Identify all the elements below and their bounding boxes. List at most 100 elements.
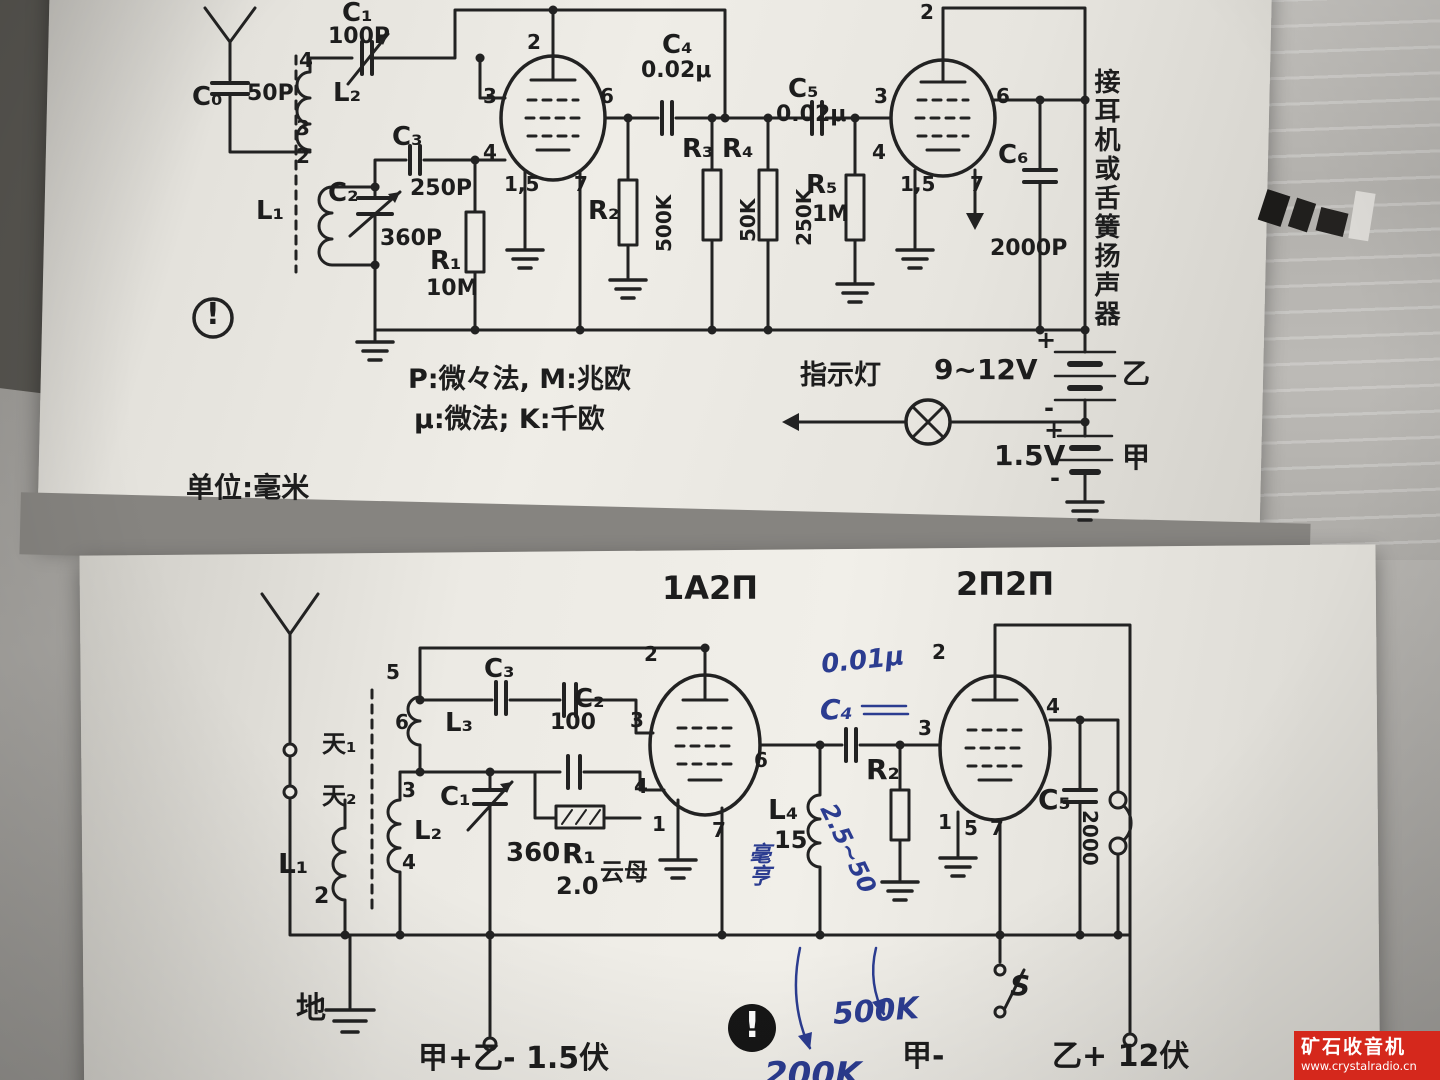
label-r2: R₂ — [588, 196, 620, 226]
label-b-l1: L₁ — [278, 847, 309, 880]
terminal-circles — [282, 742, 1138, 1052]
battery-short-plates — [1067, 361, 1103, 475]
label-battery-b-name: 乙 — [1122, 357, 1151, 390]
tube2-pin6: 6 — [996, 84, 1010, 108]
battery-long-plates — [1053, 350, 1117, 462]
label-b-r2: R₂ — [866, 753, 900, 786]
tube3-name: 1А2П — [662, 569, 759, 607]
coil-pin5: 5 — [386, 660, 400, 684]
tube2-pin2: 2 — [920, 0, 934, 24]
top-ground-symbols — [355, 248, 1105, 522]
headphone-symbol — [1108, 790, 1128, 856]
top-circuit — [192, 5, 1117, 522]
blue-arrowheads — [798, 998, 886, 1050]
label-c1: C₁ — [342, 0, 373, 28]
tube4-pin4: 4 — [1046, 694, 1060, 718]
label-b-r1-value: 2.0 — [556, 872, 599, 900]
label-c1-value: 100P — [328, 24, 391, 49]
units-note-2: μ:微法; K:千欧 — [414, 404, 605, 435]
label-battery-a-name: 甲 — [1122, 441, 1151, 474]
tube3-pin4: 4 — [634, 774, 648, 798]
label-b-c5-value: 2000 — [1078, 810, 1102, 866]
label-r2-value: 500K — [652, 194, 676, 252]
tube4-envelope — [938, 674, 1052, 822]
tube4-pin1: 1 — [938, 810, 952, 834]
watermark-title: 矿石收音机 — [1301, 1036, 1407, 1058]
units-note-1: P:微々法, M:兆欧 — [408, 364, 631, 395]
note-mark-circle — [192, 297, 234, 339]
bottom-arrowheads — [500, 782, 512, 793]
label-b-c1: C₁ — [440, 782, 471, 812]
tube3-pin7: 7 — [712, 818, 726, 842]
label-l1: L₁ — [256, 196, 284, 226]
coil-pin4: 4 — [402, 850, 416, 874]
label-r3: R₃ — [682, 134, 714, 164]
indicator-lamp-symbol — [904, 398, 952, 446]
label-r1-value: 10M — [426, 276, 479, 301]
tube3-pin3: 3 — [630, 708, 644, 732]
tube1-pin2: 2 — [527, 30, 541, 54]
tube1-pin4: 4 — [483, 140, 497, 164]
tube3-pin2: 2 — [644, 642, 658, 666]
label-l2-pin3: 3 — [296, 116, 310, 140]
watermark: 矿石收音机 www.crystalradio.cn — [1294, 1031, 1440, 1080]
label-c0: C₀ — [192, 82, 223, 112]
bottom-ground-symbols — [324, 856, 978, 1034]
tube4-pin5: 5 — [964, 816, 978, 840]
bottom-wires — [260, 592, 1133, 1038]
watermark-url: www.crystalradio.cn — [1301, 1058, 1417, 1073]
label-millihenry: 毫亨 — [745, 842, 770, 886]
tube2-pin3: 3 — [874, 84, 888, 108]
label-l2-pin2: 2 — [296, 144, 310, 168]
label-c5-value: 0.02μ — [776, 102, 847, 127]
figure-mark-dot — [728, 1004, 776, 1052]
tube1-pin6: 6 — [600, 84, 614, 108]
label-ground: 地 — [296, 991, 326, 1026]
label-c3: C₃ — [392, 122, 423, 152]
label-b-c5: C₅ — [1038, 783, 1071, 816]
label-c4: C₄ — [662, 30, 693, 60]
top-resistor-bodies — [464, 168, 866, 274]
label-r1: R₁ — [430, 246, 462, 276]
tube1-pin7: 7 — [574, 172, 588, 196]
bottom-circuit — [260, 592, 1138, 1052]
label-b-l3: L₃ — [445, 708, 473, 738]
label-antenna1: 天₁ — [322, 730, 357, 758]
tube4-pin2: 2 — [932, 640, 946, 664]
blue-pen-annotations — [794, 704, 910, 1050]
label-500k: 500K — [831, 991, 920, 1032]
label-battery-ab: 甲+乙- 1.5伏 — [418, 1041, 610, 1076]
coil-pin2: 2 — [314, 884, 330, 909]
label-antenna2: 天₂ — [322, 782, 357, 810]
tube2-pin7: 7 — [970, 172, 984, 196]
bottom-resistor-hatch — [561, 809, 601, 825]
figure-mark: ! — [744, 1005, 761, 1046]
label-battery-a-minus: 甲- — [902, 1039, 945, 1074]
label-b-c4: C₄ — [820, 693, 853, 726]
label-b-c2-value: 100 — [550, 710, 596, 735]
battery-a-minus: - — [1050, 464, 1060, 492]
tube2-envelope — [889, 58, 997, 178]
bottom-junction-dots — [340, 643, 1123, 940]
label-b-c3: C₃ — [484, 654, 515, 684]
label-c2: C₂ — [328, 178, 359, 208]
bottom-dashed-cores-and-grids — [370, 688, 1026, 914]
label-c0-value: 50P — [247, 81, 294, 106]
label-c6-value: 2000P — [990, 236, 1068, 261]
label-battery-a-voltage: 1.5V — [994, 439, 1066, 472]
battery-b-plus: + — [1036, 326, 1057, 354]
tube3-envelope — [648, 673, 762, 817]
top-capacitor-plates — [210, 40, 1058, 216]
units-note-3: 单位:毫米 — [186, 471, 310, 504]
label-c4-value: 0.02μ — [641, 58, 712, 83]
tube2-pin4: 4 — [872, 140, 886, 164]
top-junction-dots — [370, 5, 1090, 427]
label-r3-value: 50K — [736, 198, 760, 242]
label-r5-value: 1M — [812, 202, 850, 227]
label-l2: L₂ — [333, 78, 361, 108]
label-r5: R₅ — [806, 170, 838, 200]
label-b-l2: L₂ — [414, 816, 442, 846]
tube1-pin3: 3 — [483, 84, 497, 108]
